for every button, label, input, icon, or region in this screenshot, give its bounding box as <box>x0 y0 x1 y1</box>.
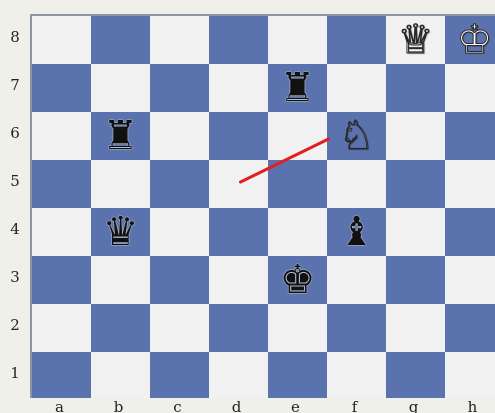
square-g6[interactable] <box>386 112 445 160</box>
square-a6[interactable] <box>32 112 91 160</box>
square-d8[interactable] <box>209 16 268 64</box>
square-f5[interactable] <box>327 160 386 208</box>
black-king-icon[interactable]: ♚ <box>280 260 316 300</box>
square-d2[interactable] <box>209 304 268 352</box>
square-e5[interactable] <box>268 160 327 208</box>
square-b5[interactable] <box>91 160 150 208</box>
file-label-e: e <box>266 398 325 413</box>
white-knight-icon[interactable]: ♘ <box>339 116 375 156</box>
square-e7[interactable]: ♜ <box>268 64 327 112</box>
rank-label-4: 4 <box>7 220 23 238</box>
square-f2[interactable] <box>327 304 386 352</box>
square-f8[interactable] <box>327 16 386 64</box>
square-g7[interactable] <box>386 64 445 112</box>
file-label-d: d <box>207 398 266 413</box>
square-h7[interactable] <box>445 64 495 112</box>
square-h8[interactable]: ♔ <box>445 16 495 64</box>
square-a7[interactable] <box>32 64 91 112</box>
square-g1[interactable] <box>386 352 445 398</box>
square-a2[interactable] <box>32 304 91 352</box>
square-h6[interactable] <box>445 112 495 160</box>
square-d6[interactable] <box>209 112 268 160</box>
square-c8[interactable] <box>150 16 209 64</box>
square-d5[interactable] <box>209 160 268 208</box>
square-f6[interactable]: ♘ <box>327 112 386 160</box>
square-b1[interactable] <box>91 352 150 398</box>
square-d3[interactable] <box>209 256 268 304</box>
square-h1[interactable] <box>445 352 495 398</box>
rank-label-3: 3 <box>7 268 23 286</box>
chessboard: ♕ ♔ ♜ ♜ ♘ ♛ ♝ ♚ <box>32 16 495 398</box>
square-g5[interactable] <box>386 160 445 208</box>
square-h4[interactable] <box>445 208 495 256</box>
rank-label-2: 2 <box>7 316 23 334</box>
file-label-c: c <box>148 398 207 413</box>
square-g2[interactable] <box>386 304 445 352</box>
square-b3[interactable] <box>91 256 150 304</box>
square-c5[interactable] <box>150 160 209 208</box>
white-king-icon[interactable]: ♔ <box>457 20 493 60</box>
square-b6[interactable]: ♜ <box>91 112 150 160</box>
square-b2[interactable] <box>91 304 150 352</box>
file-label-h: h <box>443 398 495 413</box>
file-label-a: a <box>30 398 89 413</box>
square-c1[interactable] <box>150 352 209 398</box>
square-h2[interactable] <box>445 304 495 352</box>
white-queen-icon[interactable]: ♕ <box>398 20 434 60</box>
square-c2[interactable] <box>150 304 209 352</box>
square-e3[interactable]: ♚ <box>268 256 327 304</box>
rank-label-1: 1 <box>7 364 23 382</box>
square-d7[interactable] <box>209 64 268 112</box>
square-b8[interactable] <box>91 16 150 64</box>
square-b7[interactable] <box>91 64 150 112</box>
file-label-f: f <box>325 398 384 413</box>
square-g4[interactable] <box>386 208 445 256</box>
black-queen-icon[interactable]: ♛ <box>103 212 139 252</box>
file-label-g: g <box>384 398 443 413</box>
square-e1[interactable] <box>268 352 327 398</box>
square-h3[interactable] <box>445 256 495 304</box>
square-e8[interactable] <box>268 16 327 64</box>
square-f3[interactable] <box>327 256 386 304</box>
rank-label-7: 7 <box>7 76 23 94</box>
square-e4[interactable] <box>268 208 327 256</box>
black-rook-icon[interactable]: ♜ <box>103 116 139 156</box>
square-b4[interactable]: ♛ <box>91 208 150 256</box>
square-f7[interactable] <box>327 64 386 112</box>
file-label-b: b <box>89 398 148 413</box>
square-g8[interactable]: ♕ <box>386 16 445 64</box>
rank-label-6: 6 <box>7 124 23 142</box>
square-d1[interactable] <box>209 352 268 398</box>
rank-label-5: 5 <box>7 172 23 190</box>
square-f1[interactable] <box>327 352 386 398</box>
square-f4[interactable]: ♝ <box>327 208 386 256</box>
square-c7[interactable] <box>150 64 209 112</box>
black-bishop-icon[interactable]: ♝ <box>339 212 375 252</box>
square-c4[interactable] <box>150 208 209 256</box>
black-rook-icon[interactable]: ♜ <box>280 68 316 108</box>
square-a4[interactable] <box>32 208 91 256</box>
square-d4[interactable] <box>209 208 268 256</box>
square-a8[interactable] <box>32 16 91 64</box>
square-h5[interactable] <box>445 160 495 208</box>
rank-label-8: 8 <box>7 28 23 46</box>
chessboard-frame: ♕ ♔ ♜ ♜ ♘ ♛ ♝ ♚ <box>30 14 495 398</box>
square-a3[interactable] <box>32 256 91 304</box>
square-c3[interactable] <box>150 256 209 304</box>
square-a1[interactable] <box>32 352 91 398</box>
square-g3[interactable] <box>386 256 445 304</box>
square-c6[interactable] <box>150 112 209 160</box>
square-e2[interactable] <box>268 304 327 352</box>
square-e6[interactable] <box>268 112 327 160</box>
square-a5[interactable] <box>32 160 91 208</box>
